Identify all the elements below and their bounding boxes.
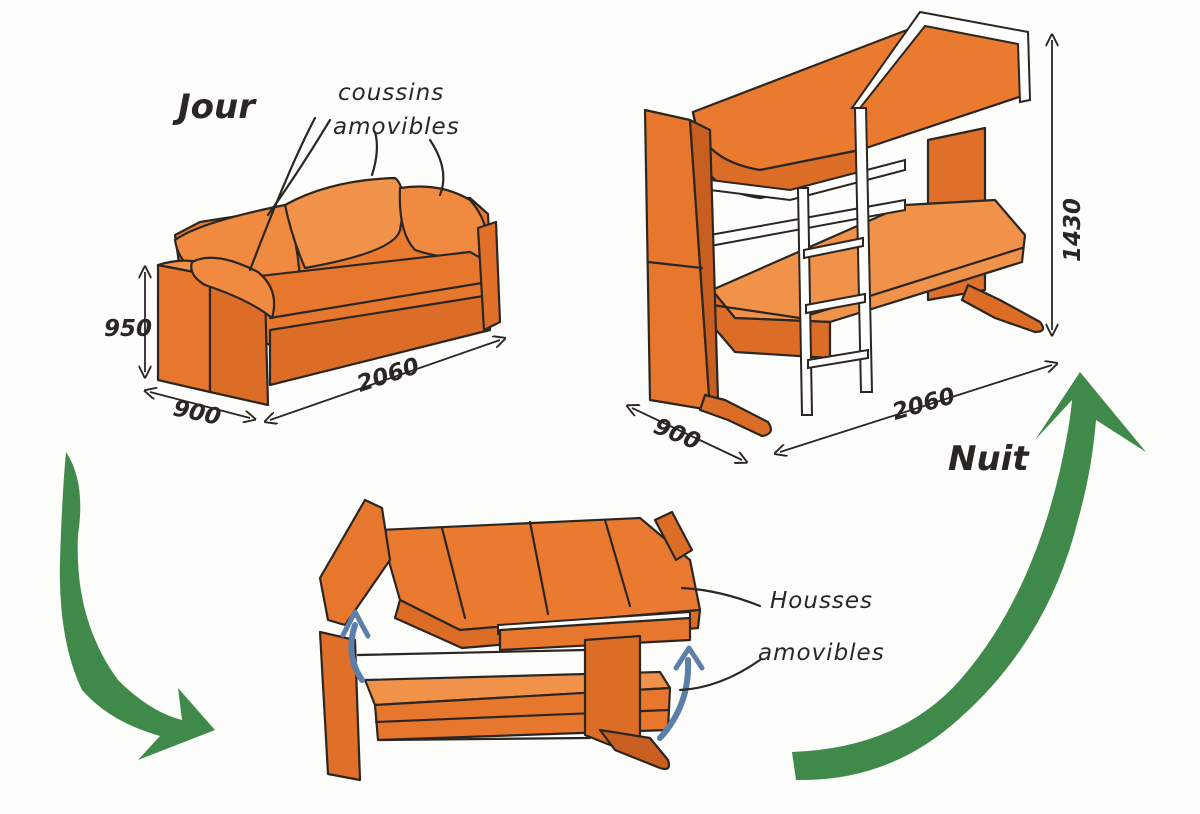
sofa-depth-label: 900 — [171, 395, 223, 430]
blue-rotate-arrow-left — [340, 609, 371, 639]
transition-upper-support — [498, 616, 692, 652]
bunk-front-foot — [698, 393, 772, 438]
cushions-label-line1: coussins — [338, 80, 444, 106]
covers-label-line2: amovibles — [758, 640, 885, 666]
sofa-back-cushion-middle — [283, 176, 405, 270]
sofa-dimensions — [145, 272, 500, 420]
cushions-label-line2: amovibles — [333, 114, 460, 140]
sofa-back-cushion-right — [398, 185, 490, 259]
bunk-dimensions — [632, 40, 1052, 460]
ladder-rung-2 — [805, 292, 866, 315]
green-arrow-right-icon — [792, 372, 1146, 781]
ladder-rung-1 — [803, 236, 864, 260]
transition-view — [318, 498, 762, 782]
ladder-right-rail — [853, 107, 874, 393]
transition-left-panel — [318, 498, 392, 627]
bunk-height-label: 1430 — [1060, 198, 1086, 262]
bunk-width-label: 2060 — [889, 383, 958, 426]
covers-label-line1: Housses — [770, 588, 873, 614]
green-arrow-left-icon — [59, 452, 215, 760]
transition-right-end — [653, 510, 694, 562]
transition-foot — [598, 728, 671, 771]
bunk-bed-night-view — [643, 10, 1045, 438]
sofa-right-arm — [476, 220, 502, 332]
bunk-depth-label: 900 — [650, 413, 704, 455]
transition-leg — [583, 634, 642, 747]
sofa-height-label: 950 — [104, 316, 152, 342]
sofa-arm-bolster — [190, 256, 276, 320]
bunk-back-foot — [960, 283, 1045, 334]
sofa-day-view — [156, 116, 502, 407]
blue-rotate-arrow-right — [673, 645, 705, 671]
day-label: Jour — [172, 87, 257, 127]
night-label: Nuit — [948, 439, 1030, 479]
